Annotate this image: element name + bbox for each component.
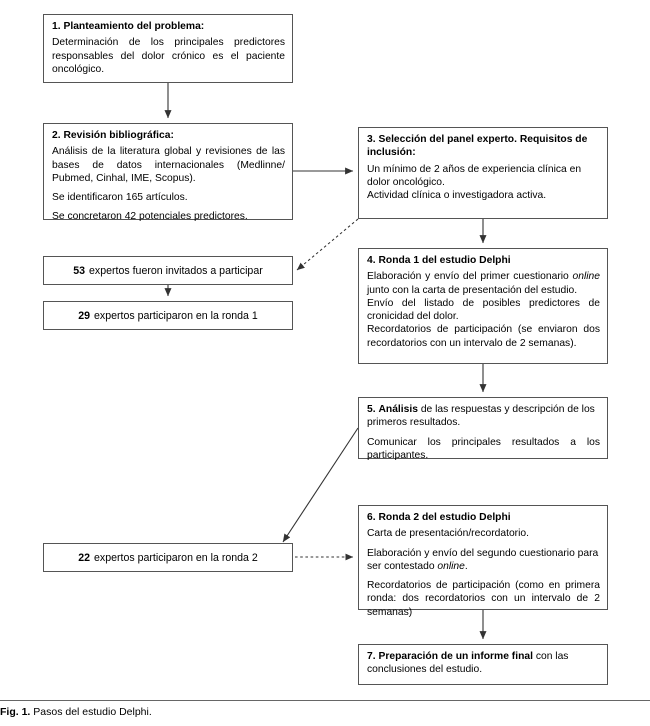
step-box-4-line-2: Envío del listado de posibles predictore… — [367, 297, 600, 323]
step-box-6-heading: 6. Ronda 2 del estudio Delphi — [367, 511, 600, 524]
step-number: 2. — [52, 130, 61, 141]
count-box-round-1: 29 expertos participaron en la ronda 1 — [43, 301, 293, 330]
step-number: 1. — [52, 21, 61, 32]
count-box-invited: 53 expertos fueron invitados a participa… — [43, 256, 293, 285]
step-box-7-heading-rest: con las conclusiones del estudio. — [367, 651, 569, 676]
step-number: 5. — [367, 404, 376, 415]
step-box-3-heading: 3. Selección del panel experto. Requisit… — [367, 133, 600, 160]
arrow-box3-to-invited — [296, 218, 359, 271]
step-number: 4. — [367, 255, 376, 266]
step-box-4: 4. Ronda 1 del estudio Delphi Elaboració… — [358, 248, 608, 364]
step-number: 3. — [367, 134, 376, 145]
step-box-2-line-3: Se concretaron 42 potenciales predictore… — [52, 211, 248, 223]
count-label: expertos participaron en la ronda 2 — [94, 551, 258, 564]
step-box-4-line-1: Elaboración y envío del primer cuestiona… — [367, 271, 600, 296]
step-title: Selección del panel experto. Requisitos … — [367, 134, 588, 159]
step-box-5: 5. Análisis de las respuestas y descripc… — [358, 397, 608, 461]
figure-caption-label: Fig. 1. — [0, 706, 31, 718]
step-box-5-line-1: Comunicar los principales resultados a l… — [367, 436, 600, 461]
step-title: Planteamiento del problema: — [63, 21, 205, 32]
step-box-6-line-1: Carta de presentación/recordatorio. — [367, 528, 529, 540]
step-number: 7. — [367, 651, 376, 662]
count-number: 53 — [73, 264, 86, 277]
online-emphasis: online — [437, 560, 465, 572]
step-box-6-line-2: Elaboración y envío del segundo cuestion… — [367, 547, 599, 572]
step-box-2: 2. Revisión bibliográfica: Análisis de l… — [43, 123, 293, 223]
step-box-6: 6. Ronda 2 del estudio Delphi Carta de p… — [358, 505, 608, 618]
count-box-round-2: 22 expertos participaron en la ronda 2 — [43, 543, 293, 572]
step-box-6-line-3: Recordatorios de participación (como en … — [367, 580, 600, 618]
step-box-4-heading: 4. Ronda 1 del estudio Delphi — [367, 254, 600, 267]
step-title: Ronda 2 del estudio Delphi — [378, 512, 511, 523]
step-box-2-heading: 2. Revisión bibliográfica: — [52, 129, 285, 142]
step-box-3-line-1: Un mínimo de 2 años de experiencia clíni… — [367, 163, 582, 188]
step-box-1-body: Determinación de los principales predict… — [52, 37, 285, 75]
step-box-3: 3. Selección del panel experto. Requisit… — [358, 127, 608, 219]
online-emphasis: online — [572, 271, 600, 283]
step-box-1-heading: 1. Planteamiento del problema: — [52, 20, 285, 33]
step-box-1: 1. Planteamiento del problema: Determina… — [43, 14, 293, 83]
figure-caption: Fig. 1. Pasos del estudio Delphi. — [0, 706, 152, 718]
count-number: 29 — [78, 309, 91, 322]
count-label: expertos fueron invitados a participar — [89, 264, 263, 277]
step-box-5-heading-rest: de las respuestas y descripción de los p… — [367, 404, 595, 429]
caption-divider — [0, 700, 650, 701]
step-box-7: 7. Preparación de un informe final con l… — [358, 644, 608, 685]
step-box-2-line-2: Se identificaron 165 artículos. — [52, 192, 188, 204]
arrow-box5-to-round2 — [282, 427, 359, 543]
step-box-3-line-2: Actividad clínica o investigadora activa… — [367, 190, 547, 202]
step-box-4-line-3: Recordatorios de participación (se envia… — [367, 324, 600, 349]
step-title: Análisis — [378, 404, 418, 415]
count-label: expertos participaron en la ronda 1 — [94, 309, 258, 322]
count-number: 22 — [78, 551, 91, 564]
step-title: Preparación de un informe final — [378, 651, 533, 662]
step-title: Ronda 1 del estudio Delphi — [378, 255, 511, 266]
step-title: Revisión bibliográfica: — [63, 130, 174, 141]
step-number: 6. — [367, 512, 376, 523]
step-box-2-line-1: Análisis de la literatura global y revis… — [52, 146, 285, 184]
step-box-5-heading: 5. Análisis de las respuestas y descripc… — [367, 403, 600, 430]
step-box-7-heading: 7. Preparación de un informe final con l… — [367, 650, 600, 677]
figure-caption-text: Pasos del estudio Delphi. — [33, 706, 152, 718]
